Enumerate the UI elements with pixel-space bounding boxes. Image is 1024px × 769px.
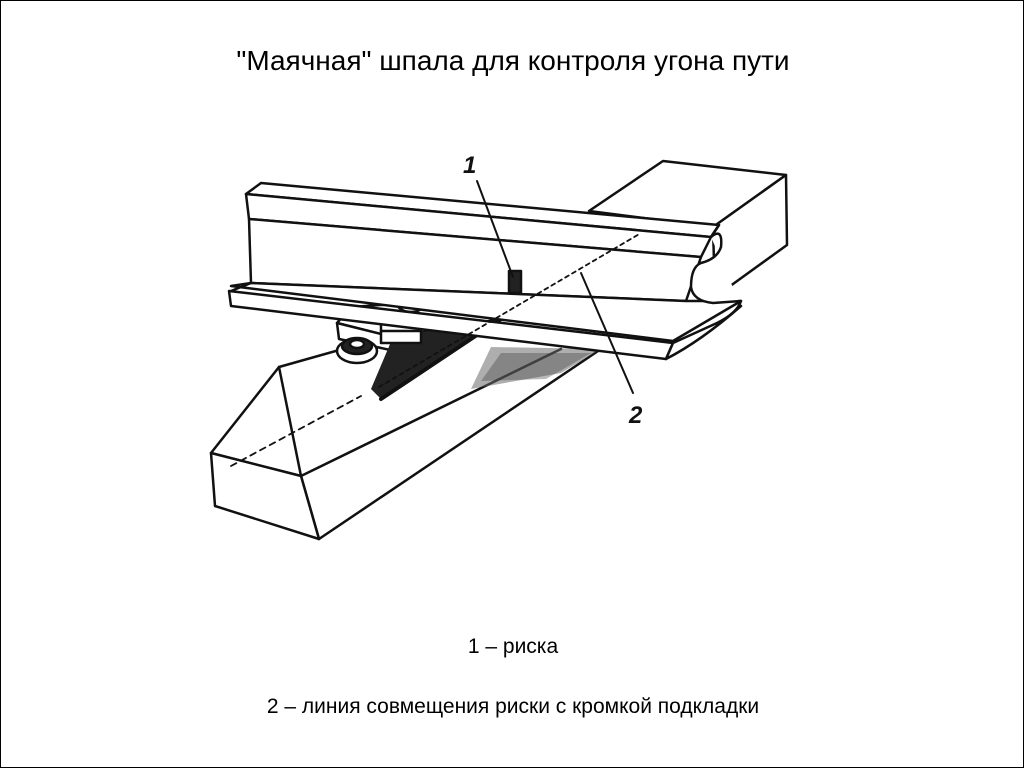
callout-1: 1 (463, 152, 476, 179)
rail (227, 181, 743, 361)
sleeper-near-end (209, 325, 603, 541)
legend-item-1: 1 – риска (467, 635, 559, 658)
bolt-1 (335, 336, 379, 365)
notch-mark (476, 180, 523, 295)
alignment-line (378, 232, 642, 394)
callout-2: 2 (628, 402, 643, 429)
page-title: "Маячная" шпала для контроля угона пути (236, 45, 790, 76)
sleeper-far-end (587, 159, 789, 299)
legend-item-2: 2 – линия совмещения риски с кромкой под… (266, 695, 760, 718)
